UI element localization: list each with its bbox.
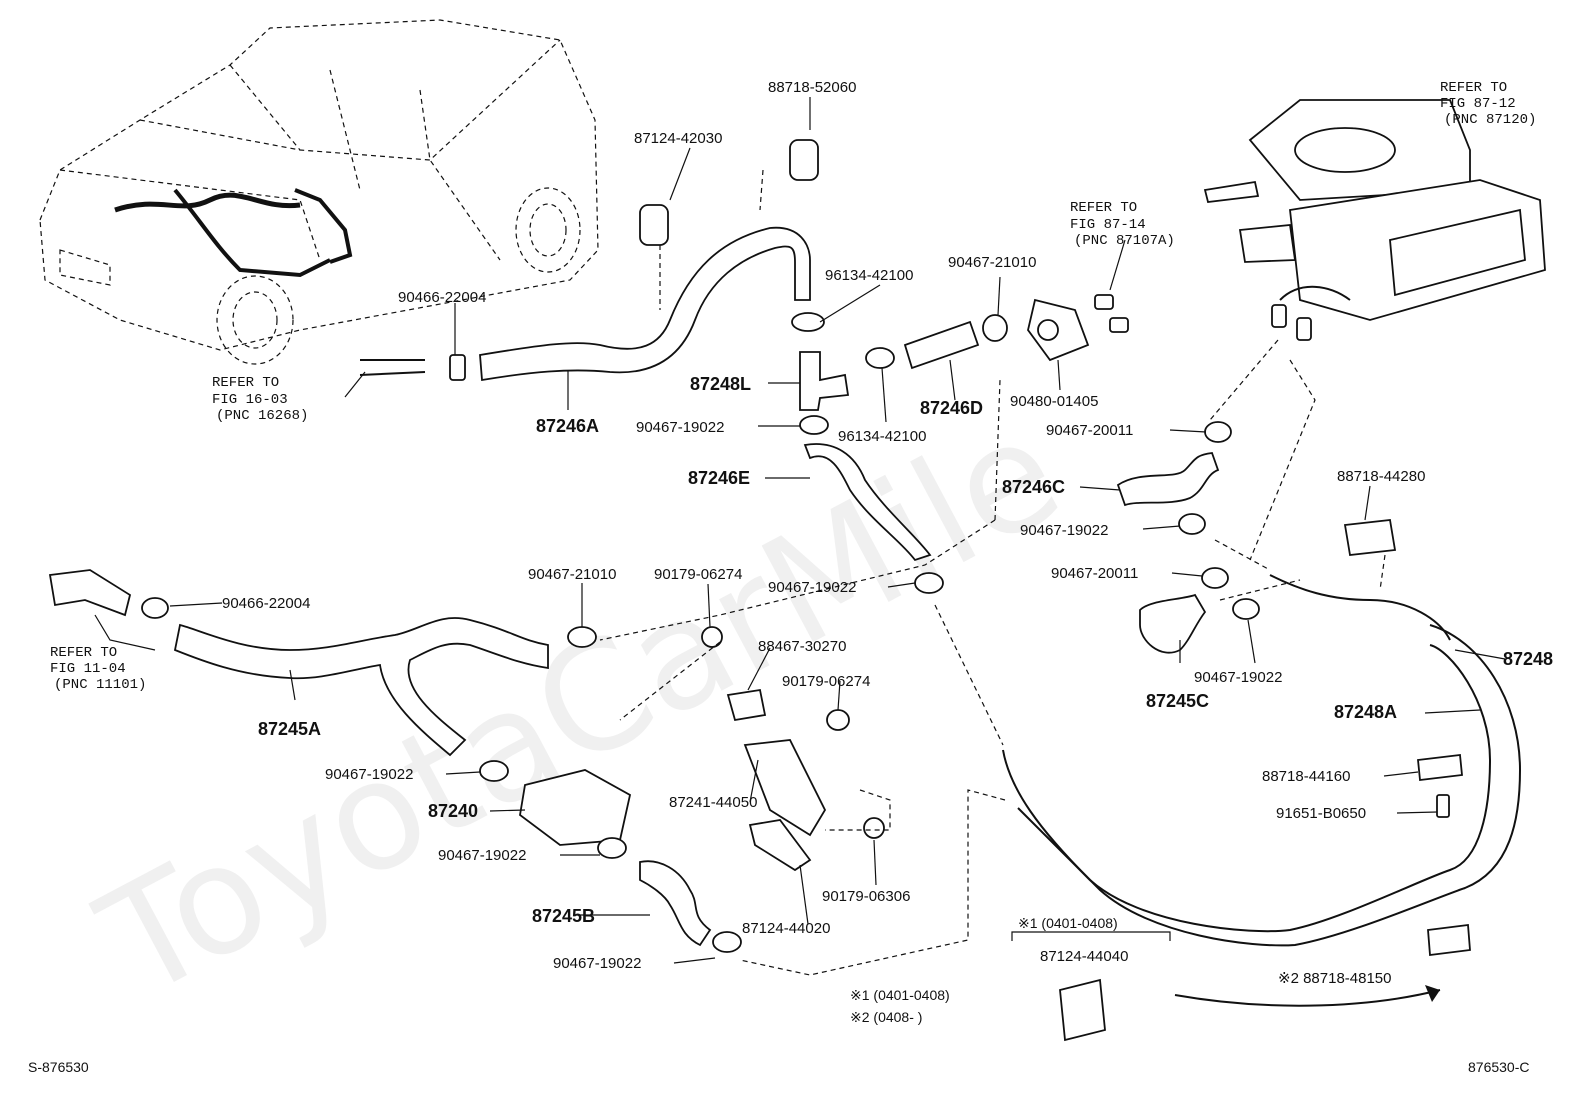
label-87240: 87240 [428,801,478,821]
label-90467-19022-right: 90467-19022 [1194,669,1282,686]
label-90467-19022-center: 90467-19022 [768,579,856,596]
label-90179-06306: 90179-06306 [822,888,910,905]
label-87245A: 87245A [258,719,321,739]
label-90467-19022-bottom: 90467-19022 [553,955,641,972]
label-90466-22004-left: 90466-22004 [222,595,310,612]
label-88718-44280: 88718-44280 [1337,468,1425,485]
label-96134-42100-lower: 96134-42100 [838,428,926,445]
range-notes: ※1 (0401-0408) ※1 (0401-0408) ※2 (0408- … [850,915,1118,1025]
label-88718-44160: 88718-44160 [1262,768,1350,785]
reference-notes: REFER TO FIG 16-03 (PNC 16268) REFER TO … [50,80,1536,693]
label-87124-42030: 87124-42030 [634,130,722,147]
label-87246E: 87246E [688,468,750,488]
label-87248A: 87248A [1334,702,1397,722]
svg-text:FIG 87-12: FIG 87-12 [1440,96,1516,112]
vehicle-outline-illustration [39,19,599,365]
leader-lines [94,97,1506,976]
footer-left-code: S-876530 [28,1059,89,1075]
label-90179-06274-upper: 90179-06274 [654,566,742,583]
label-90467-19022-left-lower: 90467-19022 [438,847,526,864]
label-90467-21010-top: 90467-21010 [948,254,1036,271]
reference-fig-87-14: REFER TO FIG 87-14 (PNC 87107A) [1070,200,1175,249]
label-88718-48150: ※2 88718-48150 [1278,970,1392,987]
svg-text:(PNC 16268): (PNC 16268) [216,408,308,424]
svg-text:FIG 16-03: FIG 16-03 [212,392,288,408]
label-87241-44050: 87241-44050 [669,794,757,811]
label-91651-B0650: 91651-B0650 [1276,805,1366,822]
label-87124-44040: 87124-44040 [1040,948,1128,965]
hoses [173,226,1522,947]
label-87245B: 87245B [532,906,595,926]
legend-range-1: ※1 (0401-0408) [850,987,950,1003]
label-87245C: 87245C [1146,691,1209,711]
label-90467-20011-upper: 90467-20011 [1046,422,1133,439]
label-90467-20011-lower: 90467-20011 [1051,565,1138,582]
reference-fig-11-04: REFER TO FIG 11-04 (PNC 11101) [50,645,146,693]
label-88718-52060: 88718-52060 [768,79,856,96]
reference-fig-16-03: REFER TO FIG 16-03 (PNC 16268) [212,375,308,424]
svg-text:(PNC 87107A): (PNC 87107A) [1074,233,1175,249]
label-87124-44020: 87124-44020 [742,920,830,937]
label-87246C: 87246C [1002,477,1065,497]
label-96134-42100-top: 96134-42100 [825,267,913,284]
label-90467-19022-left-upper: 90467-19022 [325,766,413,783]
label-87248: 87248 [1503,649,1553,669]
footer-right-code: 876530-C [1468,1059,1530,1075]
callout-labels: 88718-52060 87124-42030 96134-42100 9046… [222,79,1553,987]
range-header-0401-0408: ※1 (0401-0408) [1018,915,1118,931]
label-90466-22004-top: 90466-22004 [398,289,486,306]
legend-range-2: ※2 (0408- ) [850,1009,922,1025]
svg-text:REFER TO: REFER TO [1070,200,1137,216]
svg-text:FIG 11-04: FIG 11-04 [50,661,126,677]
label-87248L: 87248L [690,374,751,394]
label-90480-01405: 90480-01405 [1010,393,1098,410]
svg-text:REFER TO: REFER TO [50,645,117,661]
label-88467-30270: 88467-30270 [758,638,846,655]
label-90467-19022-mid-right: 90467-19022 [1020,522,1108,539]
label-87246A: 87246A [536,416,599,436]
svg-text:FIG 87-14: FIG 87-14 [1070,217,1146,233]
svg-text:(PNC 87120): (PNC 87120) [1444,112,1536,128]
watermark-text: ToyotaCarMile [74,384,1086,1032]
heater-unit-illustration [1203,99,1546,341]
svg-text:(PNC 11101): (PNC 11101) [54,677,146,693]
label-87246D: 87246D [920,398,983,418]
label-90467-21010-mid: 90467-21010 [528,566,616,583]
svg-text:REFER TO: REFER TO [212,375,279,391]
label-90467-19022-upper: 90467-19022 [636,419,724,436]
svg-text:REFER TO: REFER TO [1440,80,1507,96]
label-90179-06274-lower: 90179-06274 [782,673,870,690]
small-parts [48,139,1471,1042]
reference-fig-87-12: REFER TO FIG 87-12 (PNC 87120) [1440,80,1536,128]
